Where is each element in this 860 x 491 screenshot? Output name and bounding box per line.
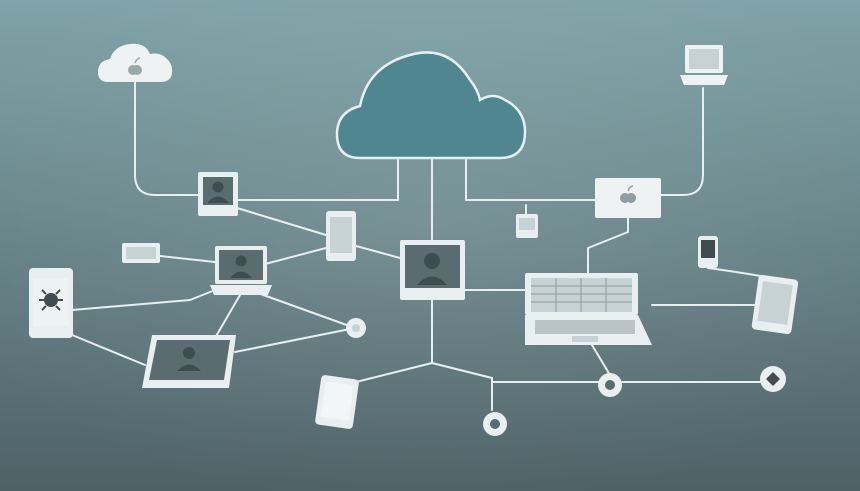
link-apple-cloud xyxy=(134,81,201,196)
link-bottom-phone xyxy=(355,362,493,383)
cloud-icon xyxy=(335,51,527,160)
spreadsheet-grid xyxy=(531,278,632,312)
monitor-center-user[interactable] xyxy=(400,240,465,300)
laptop-keys xyxy=(535,320,635,334)
apple-logo-icon xyxy=(128,57,142,75)
phone-screen xyxy=(701,240,715,258)
laptop-spreadsheet[interactable] xyxy=(525,273,652,345)
apple-logo-icon xyxy=(620,185,636,203)
link-cloud-left xyxy=(236,159,399,201)
laptop-top-right[interactable] xyxy=(680,45,728,85)
small-tablet[interactable] xyxy=(122,243,160,263)
link-cloud-right xyxy=(465,159,596,201)
hub-icon xyxy=(760,366,786,392)
tablet-screen xyxy=(149,340,230,380)
link-phone-monitor xyxy=(355,245,401,259)
phone-center[interactable] xyxy=(326,211,356,261)
user-icon xyxy=(207,181,229,203)
phone-right[interactable] xyxy=(751,274,799,334)
mini-device[interactable] xyxy=(516,214,538,238)
user-icon xyxy=(177,347,201,371)
apple-cloud[interactable] xyxy=(98,43,173,82)
phone-bottom[interactable] xyxy=(315,375,360,430)
bug-icon xyxy=(39,289,63,311)
hub-icon xyxy=(598,373,622,397)
laptop-display xyxy=(689,49,719,69)
hub-icon xyxy=(483,412,507,436)
monitor-user-top-left[interactable] xyxy=(198,172,238,216)
laptop-base xyxy=(210,285,272,295)
tablet-user-bottom[interactable] xyxy=(142,335,236,388)
central-cloud[interactable] xyxy=(335,51,527,160)
monitor-apple[interactable] xyxy=(595,178,661,218)
laptop-base xyxy=(680,75,728,85)
phone-screen xyxy=(330,217,352,253)
link-tablet-laptop xyxy=(71,289,216,311)
tablet-bug[interactable] xyxy=(29,268,73,338)
link-small-tablet xyxy=(159,255,216,263)
link-laptop-phone xyxy=(264,247,327,265)
laptop-user-left[interactable] xyxy=(210,246,272,295)
network-links xyxy=(71,81,791,411)
link-laptop-hub xyxy=(254,291,356,329)
user-icon xyxy=(230,255,252,278)
link-bug-bottom-tablet xyxy=(71,334,146,366)
link-laptop-bottom-tablet xyxy=(214,294,241,339)
small-phone-right[interactable] xyxy=(698,236,718,268)
link-monitor-phone xyxy=(236,207,327,236)
user-icon xyxy=(417,253,447,285)
phone-screen xyxy=(757,281,793,325)
phone-screen xyxy=(320,381,354,421)
hub-nodes[interactable] xyxy=(483,366,786,436)
link-top-laptop xyxy=(659,87,704,196)
device-screen xyxy=(519,218,535,230)
tablet-screen xyxy=(126,247,156,259)
link-tablet-hub xyxy=(234,327,356,353)
hub-center xyxy=(352,324,360,332)
link-apple-laptop xyxy=(587,217,629,276)
laptop-trackpad xyxy=(572,336,598,342)
hub-dot[interactable] xyxy=(346,318,366,338)
link-laptop-down xyxy=(591,344,611,376)
